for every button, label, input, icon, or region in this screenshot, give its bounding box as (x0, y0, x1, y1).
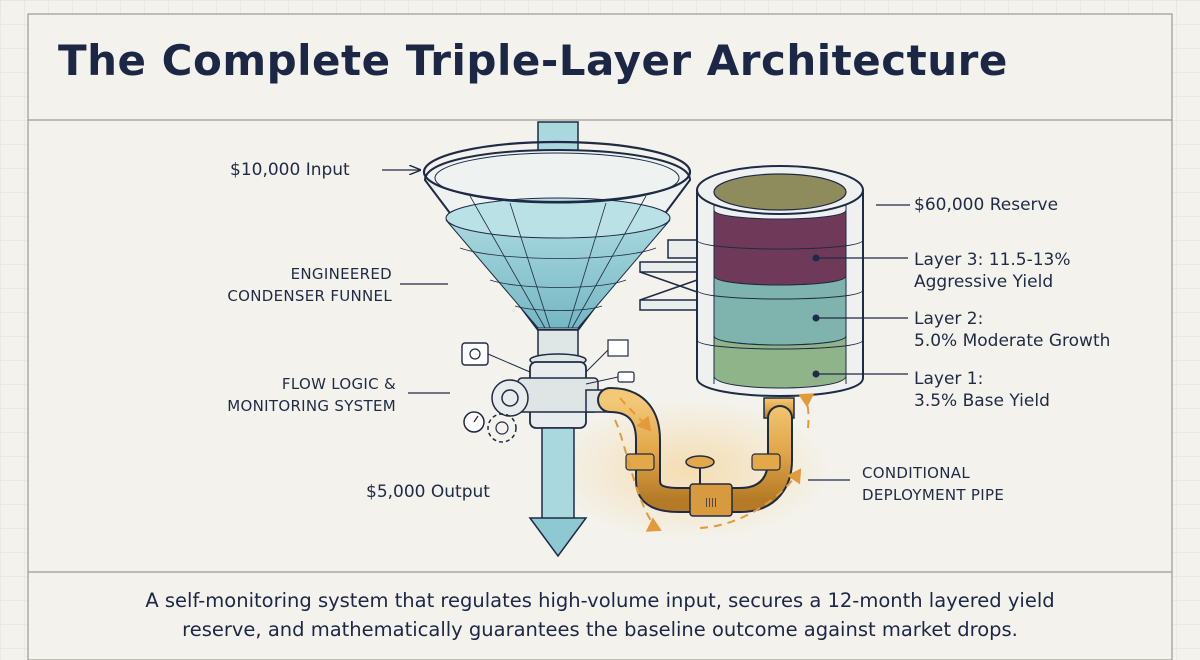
deployment-pipe: |||| (597, 387, 793, 517)
layer2-label: Layer 2: 5.0% Moderate Growth (914, 308, 1110, 352)
flow-label-line2: MONITORING SYSTEM (227, 397, 396, 415)
reserve-tank (696, 165, 864, 419)
flow-label-line1: FLOW LOGIC & (281, 375, 396, 393)
layer3-label-line1: Layer 3: 11.5-13% (914, 250, 1071, 270)
layer1-label-line2: 3.5% Base Yield (914, 391, 1050, 411)
pipe-label-line2: DEPLOYMENT PIPE (862, 486, 1005, 504)
reserve-label: $60,000 Reserve (914, 195, 1059, 215)
page-title: The Complete Triple-Layer Architecture (58, 36, 1008, 85)
funnel-label-line2: CONDENSER FUNNEL (227, 287, 392, 305)
funnel-label: ENGINEERED CONDENSER FUNNEL (192, 263, 392, 307)
output-arrow (528, 427, 588, 558)
output-label: $5,000 Output (366, 482, 490, 502)
layer1-label: Layer 1: 3.5% Base Yield (914, 368, 1050, 412)
caption-line2: reserve, and mathematically guarantees t… (182, 618, 1018, 641)
svg-text:||||: |||| (705, 498, 717, 508)
layer3-label: Layer 3: 11.5-13% Aggressive Yield (914, 249, 1071, 293)
layer1-label-line1: Layer 1: (914, 369, 984, 389)
caption: A self-monitoring system that regulates … (40, 586, 1160, 644)
funnel-label-line1: ENGINEERED (290, 265, 392, 283)
flow-arrows (614, 393, 815, 532)
layer3-label-line2: Aggressive Yield (914, 272, 1054, 292)
flow-label: FLOW LOGIC & MONITORING SYSTEM (196, 373, 396, 417)
layer2-label-line1: Layer 2: (914, 309, 984, 329)
condenser-funnel (422, 140, 692, 367)
layer2-label-line2: 5.0% Moderate Growth (914, 331, 1111, 351)
pipe-label: CONDITIONAL DEPLOYMENT PIPE (862, 462, 1004, 506)
pipe-label-line1: CONDITIONAL (862, 464, 971, 482)
caption-line1: A self-monitoring system that regulates … (145, 589, 1055, 612)
input-label: $10,000 Input (230, 160, 350, 180)
